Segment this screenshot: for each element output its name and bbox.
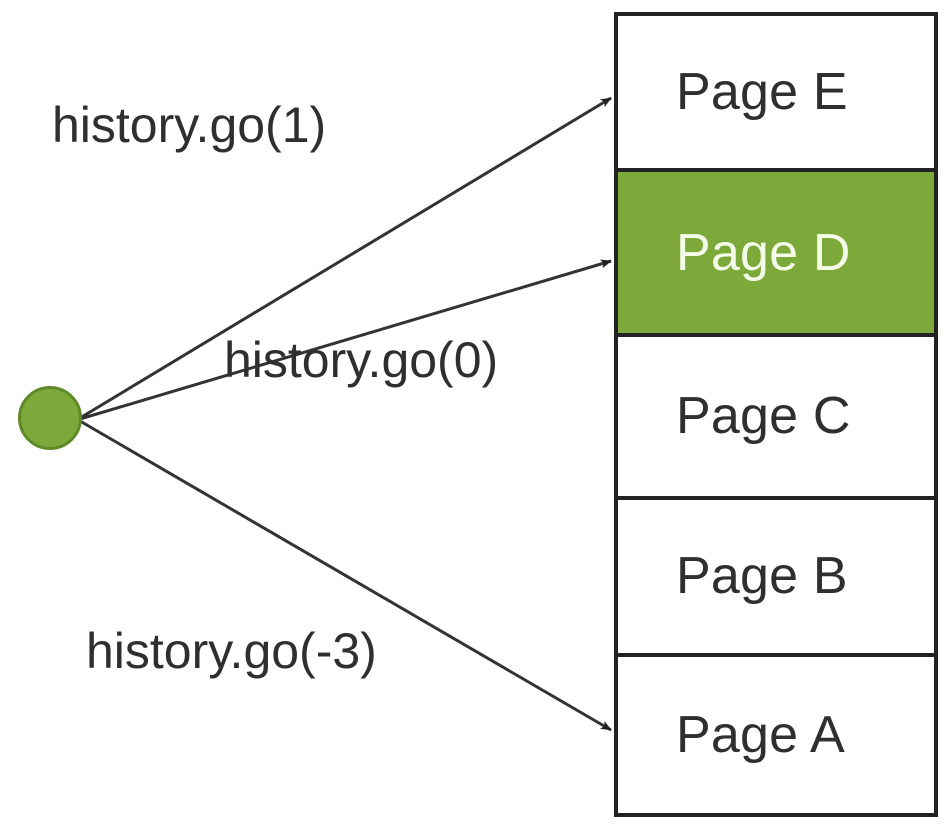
edge-label-history-go-0: history.go(0) (224, 332, 499, 388)
stack-entry-label: Page B (676, 547, 848, 606)
edge-label-history-go-minus-3: history.go(-3) (86, 623, 377, 679)
stack-entry-page-b[interactable]: Page B (618, 499, 934, 657)
stack-entry-label: Page E (676, 63, 848, 122)
stack-entry-page-c[interactable]: Page C (618, 337, 934, 500)
edge-history-go-1 (79, 96, 612, 420)
stack-entry-page-a[interactable]: Page A (618, 657, 934, 813)
stack-entry-label: Page A (676, 706, 845, 764)
edge-history-go-minus-3 (79, 419, 612, 732)
history-stack: Page E Page D Page C Page B Page A (614, 12, 938, 817)
current-position-node (18, 386, 82, 450)
edge-history-go-0 (79, 259, 612, 421)
stack-entry-page-e[interactable]: Page E (618, 16, 934, 173)
stack-entry-label: Page D (676, 223, 851, 282)
edge-label-history-go-1: history.go(1) (52, 97, 327, 153)
stack-entry-page-d[interactable]: Page D (618, 172, 934, 337)
stack-entry-label: Page C (676, 387, 851, 446)
